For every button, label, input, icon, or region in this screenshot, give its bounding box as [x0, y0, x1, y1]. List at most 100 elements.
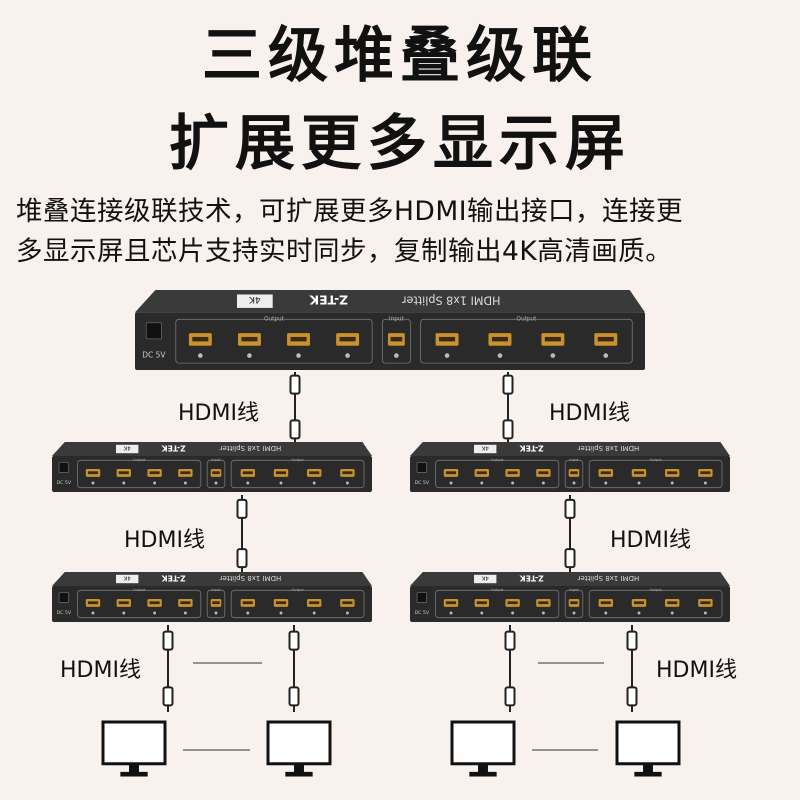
port-group-frame [564, 589, 584, 619]
port-group-label: Input [389, 316, 405, 322]
port-indicator [604, 611, 608, 615]
monitor-base [469, 771, 497, 777]
port-group-label: Output [649, 458, 662, 462]
port-indicator [296, 353, 301, 358]
port-indicator [670, 481, 674, 485]
hdmi-plug [502, 374, 514, 395]
hdmi-plug [162, 630, 174, 651]
headline-line-2: 扩展更多显示屏 [169, 109, 631, 179]
device-badge-text: 4K [481, 444, 489, 450]
hdmi-plug [236, 548, 248, 569]
cable-bottom-left-2 [288, 625, 300, 712]
port-indicator [703, 481, 707, 485]
device-brand-text: Z-TEK [161, 444, 186, 453]
monitor-screen [450, 720, 516, 766]
device-badge [474, 574, 497, 584]
port-indicator [572, 611, 576, 615]
monitor-neck [478, 763, 488, 774]
port-indicator [153, 481, 157, 485]
port-indicator [497, 353, 503, 358]
port-indicator [246, 611, 250, 615]
device-brand-text: Z-TEK [309, 293, 348, 307]
device-model-text: HDMI 1x8 Splitter [219, 444, 281, 452]
monitor-neck [643, 763, 653, 774]
port-group-frame [564, 459, 584, 489]
hdmi-plug [504, 630, 516, 651]
port-group-frame [588, 589, 723, 619]
dc-power-jack [416, 462, 428, 473]
description-line-2: 多显示屏且芯片支持实时同步，复制输出4K高清画质。 [16, 236, 673, 267]
port-group-frame [230, 459, 365, 489]
port-group-frame [381, 318, 411, 364]
port-indicator [480, 611, 484, 615]
cable-bottom-right-1 [504, 625, 516, 712]
port-group-frame [206, 589, 226, 619]
port-group-label: Output [491, 458, 504, 462]
port-indicator [279, 611, 283, 615]
dc-power-jack [416, 592, 428, 603]
monitor-screen [615, 720, 681, 766]
port-indicator [444, 353, 450, 358]
port-group-frame [77, 589, 202, 619]
port-group-frame [230, 589, 365, 619]
cable-mid-left [236, 495, 248, 572]
port-indicator [637, 611, 641, 615]
port-indicator [572, 481, 576, 485]
port-indicator [550, 353, 556, 358]
port-indicator [312, 611, 316, 615]
hdmi-plug [162, 686, 174, 707]
port-indicator [603, 353, 609, 358]
port-indicator [91, 481, 95, 485]
port-indicator [637, 481, 641, 485]
device-model-text: HDMI 1x8 Splitter [577, 444, 639, 452]
port-indicator [214, 611, 218, 615]
port-group-label: Input [211, 588, 221, 592]
monitor-neck [129, 763, 139, 774]
port-indicator [345, 353, 350, 358]
port-group-frame [420, 318, 633, 364]
device-badge [116, 444, 139, 454]
cable-label-top-left: HDMI线 [178, 401, 259, 426]
hdmi-plug [504, 686, 516, 707]
port-indicator [247, 353, 252, 358]
device-brand-text: Z-TEK [519, 574, 544, 583]
hdmi-plug [288, 630, 300, 651]
port-indicator [449, 611, 453, 615]
port-indicator [153, 611, 157, 615]
power-label: DC 5V [415, 610, 430, 616]
dc-power-jack [58, 462, 70, 473]
port-indicator [449, 481, 453, 485]
port-group-label: Input [569, 458, 579, 462]
power-label: DC 5V [57, 480, 72, 486]
port-group-label: Output [491, 588, 504, 592]
description-line-1: 堆叠连接级联技术，可扩展更多HDMI输出接口，连接更 [16, 196, 684, 227]
device-badge-text: 4K [248, 294, 261, 304]
port-group-label: Input [211, 458, 221, 462]
monitor-2 [266, 720, 332, 777]
port-indicator [122, 481, 126, 485]
power-label: DC 5V [57, 610, 72, 616]
port-indicator [198, 353, 203, 358]
port-group-label: Output [291, 588, 304, 592]
device-badge [237, 294, 273, 308]
monitor-base [285, 771, 313, 777]
monitor-neck [294, 763, 304, 774]
cable-label-top-right: HDMI线 [549, 401, 630, 426]
device-badge [474, 444, 497, 454]
cable-mid-right [564, 495, 576, 572]
port-group-label: Output [133, 588, 146, 592]
device-model-text: HDMI 1x8 Splitter [577, 574, 639, 582]
cable-label-mid-left: HDMI线 [124, 528, 205, 553]
device-badge-text: 4K [123, 444, 131, 450]
port-group-label: Output [516, 316, 537, 322]
port-group-frame [435, 459, 560, 489]
port-indicator [394, 353, 399, 358]
monitor-1 [101, 720, 167, 777]
device-badge [116, 574, 139, 584]
monitor-3 [450, 720, 516, 777]
monitor-screen [266, 720, 332, 766]
